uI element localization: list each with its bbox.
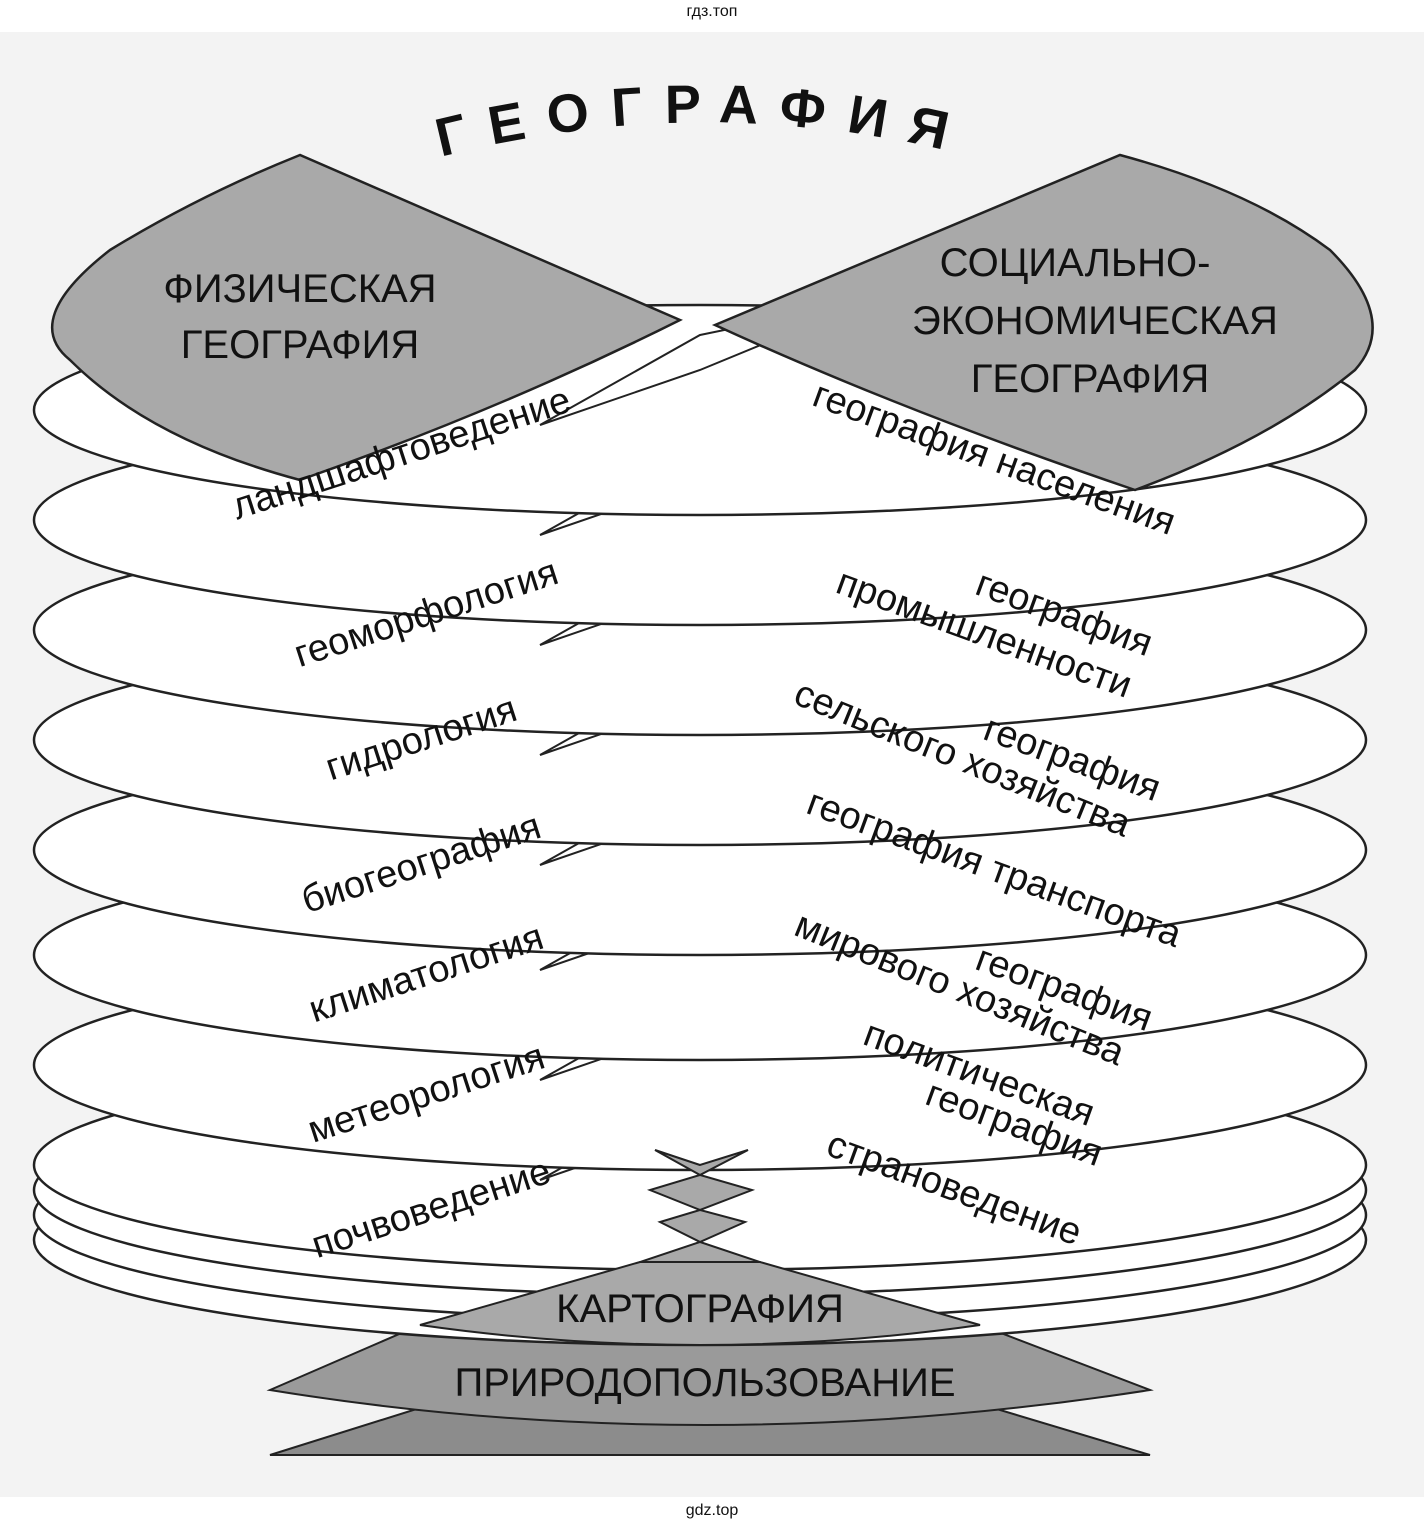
- physical-geography-leaf: [50, 153, 683, 482]
- social-heading-line-1: СОЦИАЛЬНО-: [940, 241, 1211, 285]
- social-heading-line-2: ЭКОНОМИЧЕСКАЯ: [912, 299, 1278, 343]
- watermark-top: гдз.топ: [686, 3, 738, 20]
- social-geography-leaf: [711, 153, 1374, 492]
- base-label-kartografiya: КАРТОГРАФИЯ: [556, 1287, 844, 1331]
- physical-heading-line-1: ФИЗИЧЕСКАЯ: [163, 267, 436, 311]
- base-label-prirodopolzovanie: ПРИРОДОПОЛЬЗОВАНИЕ: [454, 1361, 955, 1405]
- social-heading-line-3: ГЕОГРАФИЯ: [971, 357, 1210, 401]
- watermark-bottom: gdz.top: [685, 1502, 739, 1519]
- geography-diagram: ГЕОГРАФИЯ ФИЗИЧЕСКАЯ ГЕОГРАФИЯ СОЦИАЛЬНО…: [0, 32, 1424, 1497]
- kartografiya-shape: [419, 1261, 981, 1346]
- base-layers: [266, 1318, 1154, 1456]
- physical-heading-line-2: ГЕОГРАФИЯ: [181, 323, 420, 367]
